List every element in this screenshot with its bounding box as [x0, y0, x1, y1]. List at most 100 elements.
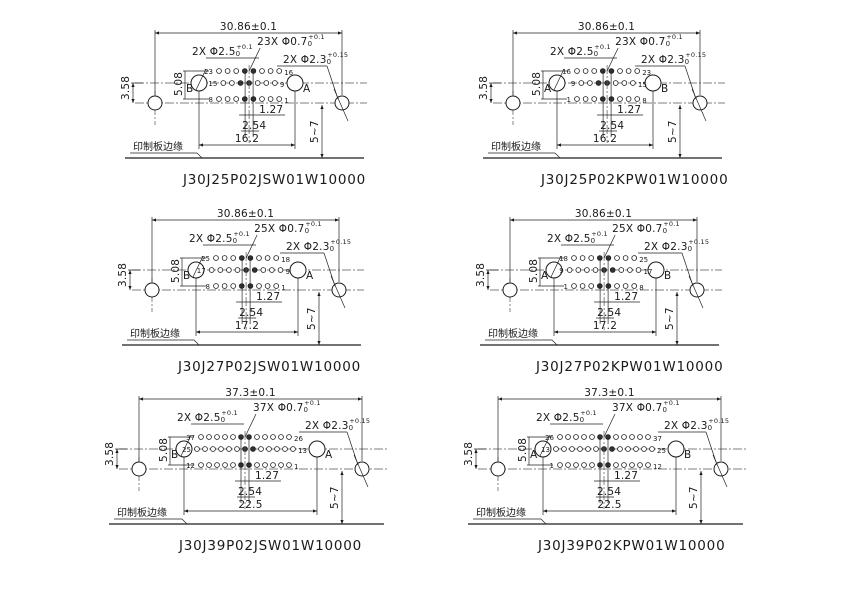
- pin-label-first: 9: [559, 267, 563, 275]
- pin-label-last: 1: [281, 284, 285, 292]
- pin: [198, 434, 204, 440]
- pin: [591, 96, 597, 102]
- pin-label-last: 16: [284, 69, 293, 77]
- pcb-label-leader: [193, 339, 200, 346]
- pin: [641, 446, 647, 452]
- pin: [578, 80, 585, 86]
- mount-hole-callout: 2X Φ2.30+0.15: [283, 51, 348, 66]
- pin: [565, 462, 571, 468]
- pin-callout: 23X Φ0.70+0.1: [615, 33, 683, 48]
- key-letter-left: A: [544, 83, 552, 95]
- pin: [582, 96, 589, 102]
- pin: [621, 434, 627, 440]
- dimension-5-7: 5~7: [667, 120, 679, 143]
- mount-hole-callout-tol-lower: 0: [349, 424, 354, 432]
- pin: [210, 446, 216, 452]
- arrowhead: [291, 143, 295, 147]
- pin-label-last: 1: [294, 463, 298, 471]
- pin: [237, 80, 244, 86]
- pin: [617, 446, 623, 452]
- dimension-2-54: 2.54: [238, 486, 262, 498]
- mount-hole-callout-tol-lower: 0: [327, 58, 332, 66]
- dimension-3-58: 3.58: [463, 442, 475, 466]
- dimension-3-58: 3.58: [117, 263, 129, 287]
- dimension-5-7: 5~7: [688, 486, 700, 509]
- guide-hole-callout-tol-upper: +0.1: [236, 43, 253, 51]
- pin: [262, 462, 268, 468]
- pin-callout-leader: [603, 234, 616, 259]
- guide-hole-callout-tol-upper: +0.1: [221, 409, 238, 417]
- pin: [270, 434, 276, 440]
- mount-hole-callout: 2X Φ2.30+0.15: [664, 417, 729, 432]
- key-letter-right: B: [661, 83, 668, 95]
- pin: [214, 462, 220, 468]
- dimension-2-54: 2.54: [597, 486, 621, 498]
- arrowhead: [128, 286, 132, 290]
- guide-hole-callout: 2X Φ2.50+0.1: [536, 409, 597, 424]
- arrowhead: [152, 218, 156, 222]
- guide-span-dimension: 17.2: [235, 320, 259, 332]
- arrowhead: [557, 143, 561, 147]
- dimension-1-27: 1.27: [255, 470, 279, 482]
- pcb-label-leader: [196, 152, 203, 159]
- pin-label-first: 1: [567, 96, 571, 104]
- pcb-label-leader: [554, 152, 561, 159]
- pin-label-last: 9: [280, 81, 284, 89]
- dimension-5-7: 5~7: [306, 307, 318, 330]
- guide-hole-callout-tol-upper: +0.1: [594, 43, 611, 51]
- arrowhead: [486, 270, 490, 274]
- guide-hole-right: [289, 261, 307, 279]
- pin: [584, 267, 590, 273]
- pin-label-last: 26: [294, 435, 303, 443]
- pin-row-2: 15 9: [208, 80, 284, 89]
- pin: [629, 462, 635, 468]
- pin: [226, 446, 232, 452]
- pin-label-first: 15: [208, 80, 217, 88]
- pin-label-last: 15: [638, 81, 647, 89]
- pin: [278, 434, 284, 440]
- mount-hole-callout-tol-lower: 0: [708, 424, 713, 432]
- key-letter-right: A: [303, 83, 311, 95]
- pin: [634, 68, 640, 74]
- pin: [579, 255, 586, 261]
- key-letter-left: B: [186, 83, 193, 95]
- mount-callout-leader: [684, 65, 697, 100]
- mount-hole-left: [490, 461, 506, 477]
- pcb-label-leader: [181, 518, 188, 525]
- arrowhead: [335, 218, 339, 222]
- pin: [613, 462, 619, 468]
- pin-label-last: 25: [639, 256, 648, 264]
- guide-hole-callout: 2X Φ2.50+0.1: [550, 43, 611, 58]
- pin: [621, 462, 627, 468]
- pin-label-last: 8: [639, 284, 643, 292]
- mount-callout-leader: [705, 431, 718, 466]
- pin: [609, 446, 615, 452]
- pin: [614, 283, 620, 289]
- key-letter-left: B: [183, 270, 190, 282]
- mount-callout-leader: [326, 65, 339, 100]
- pin: [254, 80, 261, 86]
- guide-hole-callout-tol-lower: 0: [591, 237, 596, 245]
- mount-hole-callout-tol-lower: 0: [685, 58, 690, 66]
- pin-callout-tol-lower: 0: [305, 227, 310, 235]
- pin: [631, 283, 637, 289]
- arrowhead: [196, 330, 200, 334]
- guide-hole-callout: 2X Φ2.50+0.1: [547, 230, 608, 245]
- pin: [264, 283, 271, 289]
- key-letter-right: A: [325, 449, 333, 461]
- mount-callout-leader: [323, 252, 336, 287]
- pin-callout-tol-upper: +0.1: [663, 220, 680, 228]
- pin-callout-leader: [245, 234, 258, 259]
- pin: [208, 267, 215, 273]
- pin-callout-leader: [244, 413, 257, 438]
- pin: [612, 80, 619, 86]
- pin: [622, 255, 629, 261]
- arrowhead: [131, 99, 135, 103]
- pin-callout: 25X Φ0.70+0.1: [612, 220, 680, 235]
- guide-span-dimension: 16.2: [593, 133, 617, 145]
- arrowhead: [510, 218, 514, 222]
